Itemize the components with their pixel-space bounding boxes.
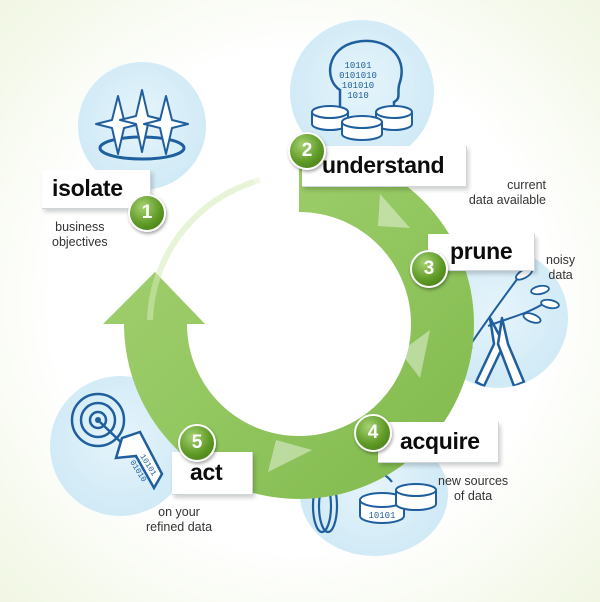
step-5-badge: 5 [178, 424, 216, 462]
step-2-caption-line-2: data available [468, 193, 546, 207]
step-5-card: act [172, 452, 253, 495]
step-1-caption-line-1: business [55, 220, 105, 234]
step-3-badge: 3 [410, 250, 448, 288]
step-5-caption-line-2: refined data [146, 520, 213, 534]
step-2-caption-line-1: current [507, 178, 546, 192]
step-5-caption-line-1: on your [158, 505, 200, 519]
binary-line-2: 0101010 [339, 71, 377, 81]
cable-and-disks-icon: 10101 [311, 467, 437, 534]
step-3-title: prune [450, 238, 513, 264]
cycle-chevrons [228, 154, 430, 472]
target-arrow-icon: 10101 01010 [70, 392, 164, 491]
step-1-caption-line-2: objectives [52, 235, 108, 249]
step-5-caption: on your refined data [146, 505, 212, 535]
step-3-caption-line-1: noisy [546, 253, 576, 267]
step-4-caption: new sources of data [438, 474, 508, 504]
step-2-caption: current data available [458, 178, 546, 208]
step-3-caption: noisy data [546, 253, 575, 283]
step-4-title: acquire [400, 428, 480, 454]
step-3-caption-line-2: data [548, 268, 573, 282]
isolate-illustration-bubble [78, 62, 206, 190]
step-1-title: isolate [52, 175, 123, 201]
head-with-binary-icon: 10101 0101010 101010 1010 [311, 39, 413, 141]
stars-on-ring-icon [95, 89, 189, 161]
step-3-card: prune [428, 234, 535, 271]
step-4-caption-line-2: of data [453, 489, 493, 503]
step-4-badge: 4 [354, 414, 392, 452]
step-2-title: understand [322, 152, 445, 178]
step-1-badge: 1 [128, 194, 166, 232]
step-4-caption-line-1: new sources [438, 474, 509, 488]
step-2-card: understand [302, 146, 467, 187]
acquire-binary: 10101 [368, 511, 395, 521]
binary-line-1: 10101 [344, 61, 371, 71]
step-1-caption: business objectives [52, 220, 108, 250]
binary-line-3: 101010 [342, 81, 374, 91]
cycle-ring-highlight [147, 177, 261, 321]
step-5-title: act [190, 459, 223, 485]
step-1-card: isolate [42, 170, 151, 209]
binary-line-4: 1010 [347, 91, 369, 101]
cycle-ring-band [103, 149, 474, 499]
step-2-badge: 2 [288, 132, 326, 170]
step-4-card: acquire [378, 422, 499, 463]
